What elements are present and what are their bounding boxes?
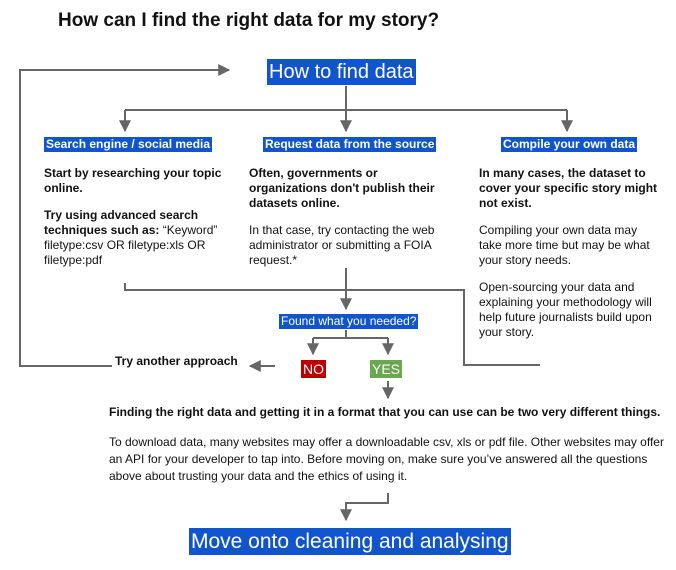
- collector-compile: [346, 289, 540, 366]
- compile-data-p2: Compiling your own data may take more ti…: [479, 223, 650, 267]
- arrow-to-final: [340, 493, 389, 522]
- search-engine-p2-normal: “Keyword” filetype:csv OR filetype:xls O…: [44, 223, 218, 267]
- page-title: How can I find the right data for my sto…: [58, 10, 440, 31]
- question-label: Found what you needed?: [279, 314, 419, 329]
- yes-badge: YES: [370, 360, 403, 378]
- search-engine-header: Search engine / social media: [44, 137, 213, 152]
- loop-back: [19, 64, 231, 367]
- final-header: Move onto cleaning and analysing: [189, 528, 511, 555]
- compile-data-header: Compile your own data: [501, 137, 638, 152]
- finding-statement: Finding the right data and getting it in…: [109, 405, 661, 419]
- request-data-p2: In that case, try contacting the web adm…: [249, 223, 435, 267]
- request-data-column: Often, governments or organizations don'…: [249, 166, 449, 268]
- no-badge: NO: [301, 360, 326, 378]
- request-data-p1: Often, governments or organizations don'…: [249, 166, 435, 210]
- search-engine-p2: Try using advanced search techniques suc…: [44, 208, 224, 268]
- search-engine-p2-bold: Try using advanced search techniques suc…: [44, 208, 199, 237]
- try-another-approach: Try another approach: [115, 354, 238, 368]
- compile-data-p3: Open-sourcing your data and explaining y…: [479, 280, 652, 339]
- collector-search: [124, 283, 346, 291]
- request-data-header: Request data from the source: [263, 137, 437, 152]
- download-paragraph: To download data, many websites may offe…: [109, 435, 664, 483]
- compile-data-column: In many cases, the dataset to cover your…: [479, 166, 661, 340]
- search-engine-column: Start by researching your topic online. …: [44, 166, 224, 268]
- compile-data-p1: In many cases, the dataset to cover your…: [479, 166, 658, 210]
- main-header: How to find data: [267, 59, 416, 85]
- search-engine-p1: Start by researching your topic online.: [44, 166, 222, 195]
